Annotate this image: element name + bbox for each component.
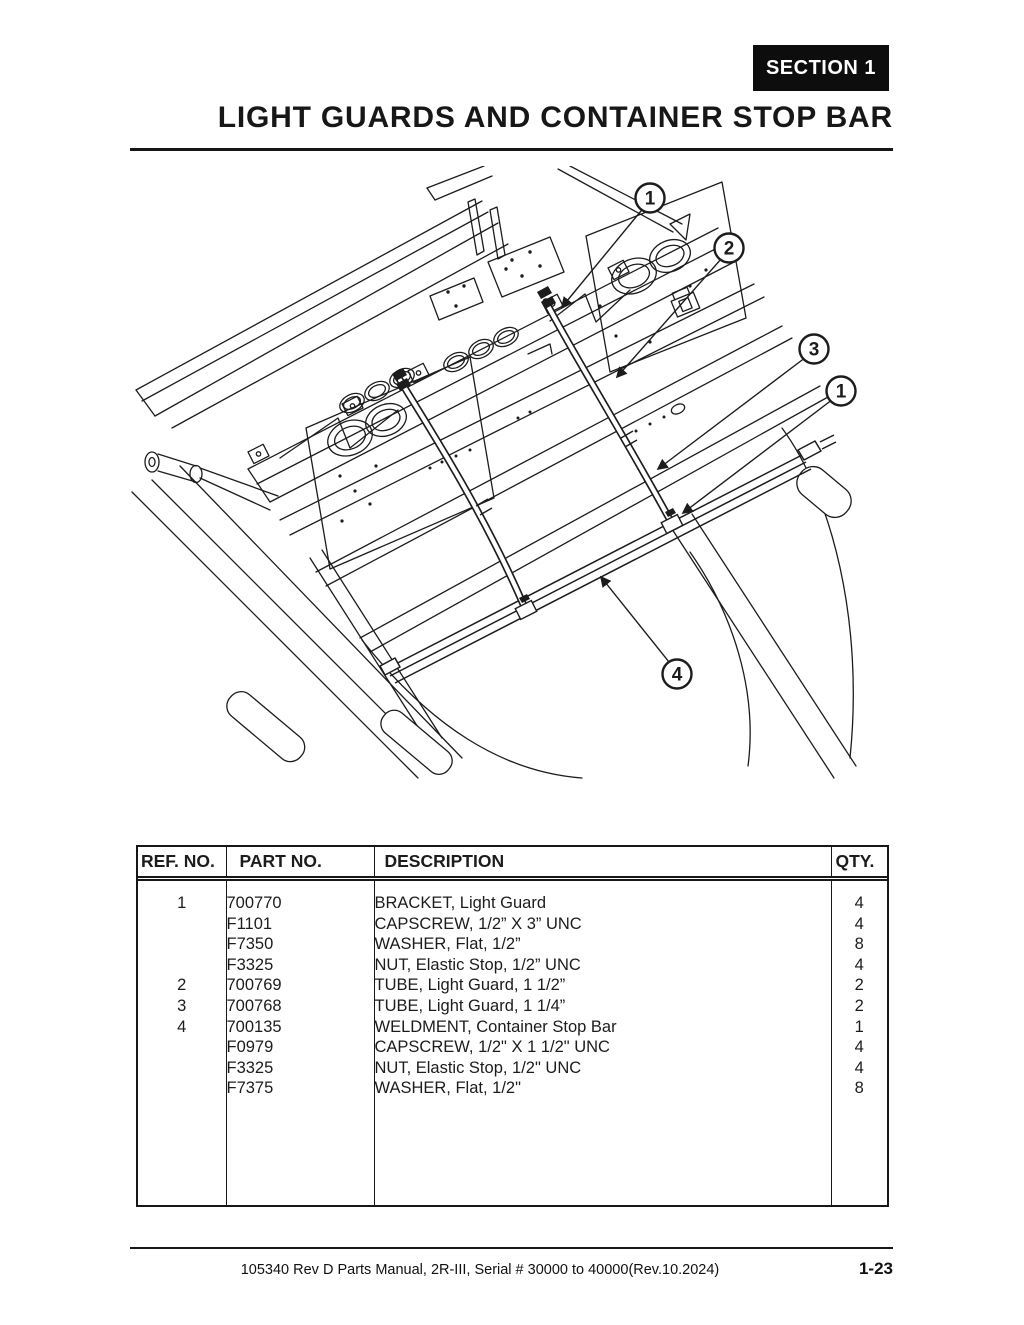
part-cell: F0979 <box>226 1037 375 1058</box>
callout-label: 1 <box>836 382 847 403</box>
qty-cell: 2 <box>854 976 864 995</box>
qty-cell: 2 <box>854 996 864 1015</box>
filler-cell <box>374 1098 832 1205</box>
frame-line-art <box>131 166 857 779</box>
section-badge-label: SECTION 1 <box>765 56 877 79</box>
callout-balloon: 3 <box>798 333 830 365</box>
callout-label: 2 <box>724 239 735 260</box>
qty-cell: 4 <box>854 955 864 974</box>
qty-cell: 8 <box>854 935 864 954</box>
part-cell: F7350 <box>226 934 375 955</box>
header-description: DESCRIPTION <box>374 847 832 881</box>
part-cell: 700768 <box>226 995 375 1017</box>
callout-balloon: 1 <box>825 375 857 407</box>
part-cell: F1101 <box>226 913 375 935</box>
header-ref-no: REF. NO. <box>138 847 227 881</box>
callout-label: 4 <box>672 665 683 686</box>
filler-cell <box>831 1099 887 1205</box>
header-qty: QTY. <box>831 847 887 881</box>
qty-cell: 4 <box>854 894 864 912</box>
desc-cell: WASHER, Flat, 1/2” <box>374 934 832 955</box>
part-cell: 700770 <box>226 878 375 914</box>
footer-rule <box>130 1247 893 1249</box>
footer-text: 105340 Rev D Parts Manual, 2R-III, Seria… <box>240 1262 720 1278</box>
desc-cell: TUBE, Light Guard, 1 1/2” <box>374 975 832 996</box>
title-rule <box>130 148 893 151</box>
callout-balloon: 1 <box>634 182 666 214</box>
page-title: LIGHT GUARDS AND CONTAINER STOP BAR <box>217 101 893 134</box>
ref-cell: 3 <box>138 995 227 1017</box>
callout-label: 1 <box>645 189 656 210</box>
ref-cell <box>138 1037 227 1058</box>
ref-cell <box>138 1078 227 1099</box>
desc-cell: BRACKET, Light Guard <box>374 878 832 914</box>
qty-cell: 4 <box>854 1058 864 1077</box>
callout-balloons: 1 2 3 1 4 <box>634 182 857 690</box>
desc-cell: NUT, Elastic Stop, 1/2" UNC <box>374 1057 832 1079</box>
part-cell: 700135 <box>226 1016 375 1038</box>
filler-cell <box>226 1098 375 1205</box>
part-cell: 700769 <box>226 975 375 996</box>
callout-label: 3 <box>809 340 820 361</box>
qty-cell: 8 <box>854 1079 864 1098</box>
table-header-row: REF. NO. PART NO. DESCRIPTION QTY. <box>138 847 887 881</box>
callout-leader-lines <box>560 199 842 673</box>
header-part-no: PART NO. <box>226 847 375 881</box>
table-filler-row <box>138 1098 887 1205</box>
part-cell: F3325 <box>226 1057 375 1079</box>
filler-cell <box>138 1098 227 1205</box>
container-stop-bar <box>379 434 837 684</box>
desc-cell: NUT, Elastic Stop, 1/2” UNC <box>374 954 832 976</box>
qty-cell: 4 <box>854 914 864 933</box>
desc-cell: WASHER, Flat, 1/2" <box>374 1078 832 1099</box>
desc-cell: WELDMENT, Container Stop Bar <box>374 1016 832 1038</box>
exploded-parts-diagram: 1 2 3 1 4 <box>131 166 857 779</box>
ref-cell: 1 <box>138 878 227 914</box>
qty-cell: 4 <box>854 1038 864 1057</box>
callout-balloon: 2 <box>713 232 745 264</box>
ref-cell <box>138 1057 227 1079</box>
light-guard-tubes <box>392 286 684 621</box>
part-cell: F3325 <box>226 954 375 976</box>
part-cell: F7375 <box>226 1078 375 1099</box>
desc-cell: TUBE, Light Guard, 1 1/4” <box>374 995 832 1017</box>
ref-cell: 4 <box>138 1016 227 1038</box>
ref-cell: 2 <box>138 975 227 996</box>
ref-cell <box>138 934 227 955</box>
desc-cell: CAPSCREW, 1/2" X 1 1/2" UNC <box>374 1037 832 1058</box>
qty-cell: 1 <box>854 1017 864 1036</box>
ref-cell <box>138 913 227 935</box>
desc-cell: CAPSCREW, 1/2” X 3” UNC <box>374 913 832 935</box>
section-badge: SECTION 1 <box>753 45 889 91</box>
callout-balloon: 4 <box>661 658 693 690</box>
page-number: 1-23 <box>858 1259 893 1278</box>
ref-cell <box>138 954 227 976</box>
